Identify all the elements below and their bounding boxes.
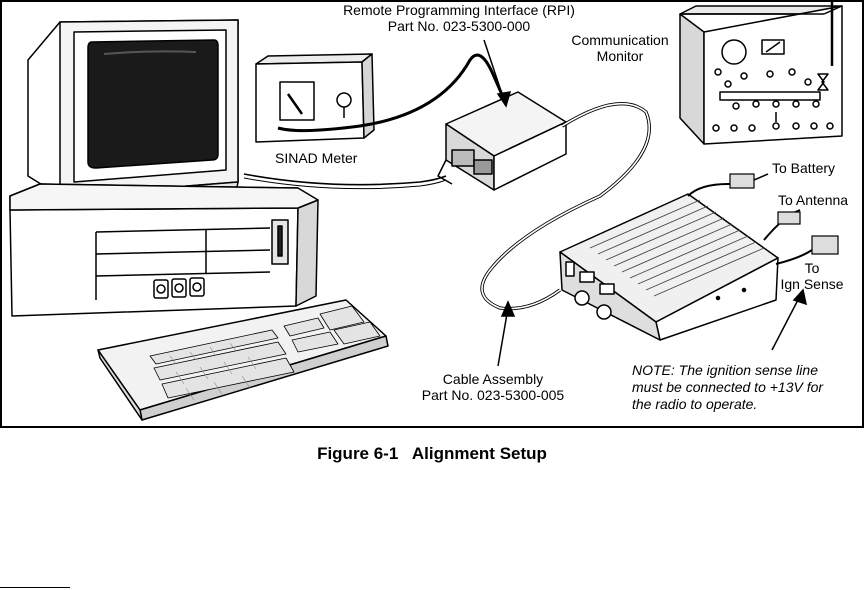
ignition-note-line-2: must be connected to +13V for	[632, 379, 823, 396]
cable-assembly-label-line-1: Cable Assembly	[404, 371, 582, 387]
ignition-note: NOTE: The ignition sense line must be co…	[632, 362, 823, 413]
figure-caption: Figure 6-1 Alignment Setup	[0, 444, 864, 464]
communication-monitor-label-line-2: Monitor	[562, 48, 678, 64]
ignition-note-line-1: NOTE: The ignition sense line	[632, 362, 823, 379]
keyboard-illustration	[98, 300, 388, 420]
footnote-rule	[0, 587, 70, 588]
rpi-box-illustration	[438, 92, 566, 190]
computer-base-unit-illustration	[10, 184, 318, 316]
to-battery-label: To Battery	[772, 160, 835, 176]
ignition-note-line-3: the radio to operate.	[632, 396, 823, 413]
to-ign-sense-label-line-2: Ign Sense	[772, 276, 852, 292]
cable-assembly-label-line-2: Part No. 023-5300-005	[404, 387, 582, 403]
rpi-label: Remote Programming Interface (RPI) Part …	[318, 2, 600, 34]
to-antenna-label: To Antenna	[778, 192, 848, 208]
computer-monitor-illustration	[28, 20, 238, 212]
sinad-meter-label: SINAD Meter	[275, 150, 357, 166]
to-ign-sense-label: To Ign Sense	[772, 260, 852, 292]
figure-title: Alignment Setup	[412, 444, 547, 463]
radio-unit-illustration	[560, 194, 778, 340]
communication-monitor-label: Communication Monitor	[562, 32, 678, 64]
alignment-setup-figure: Remote Programming Interface (RPI) Part …	[0, 0, 864, 430]
rpi-label-line-1: Remote Programming Interface (RPI)	[318, 2, 600, 18]
figure-number: Figure 6-1	[317, 444, 398, 463]
sinad-meter-illustration	[256, 54, 374, 142]
communication-monitor-illustration	[680, 2, 842, 144]
cable-assembly-label: Cable Assembly Part No. 023-5300-005	[404, 371, 582, 403]
communication-monitor-label-line-1: Communication	[562, 32, 678, 48]
rpi-label-line-2: Part No. 023-5300-000	[318, 18, 600, 34]
to-ign-sense-label-line-1: To	[772, 260, 852, 276]
